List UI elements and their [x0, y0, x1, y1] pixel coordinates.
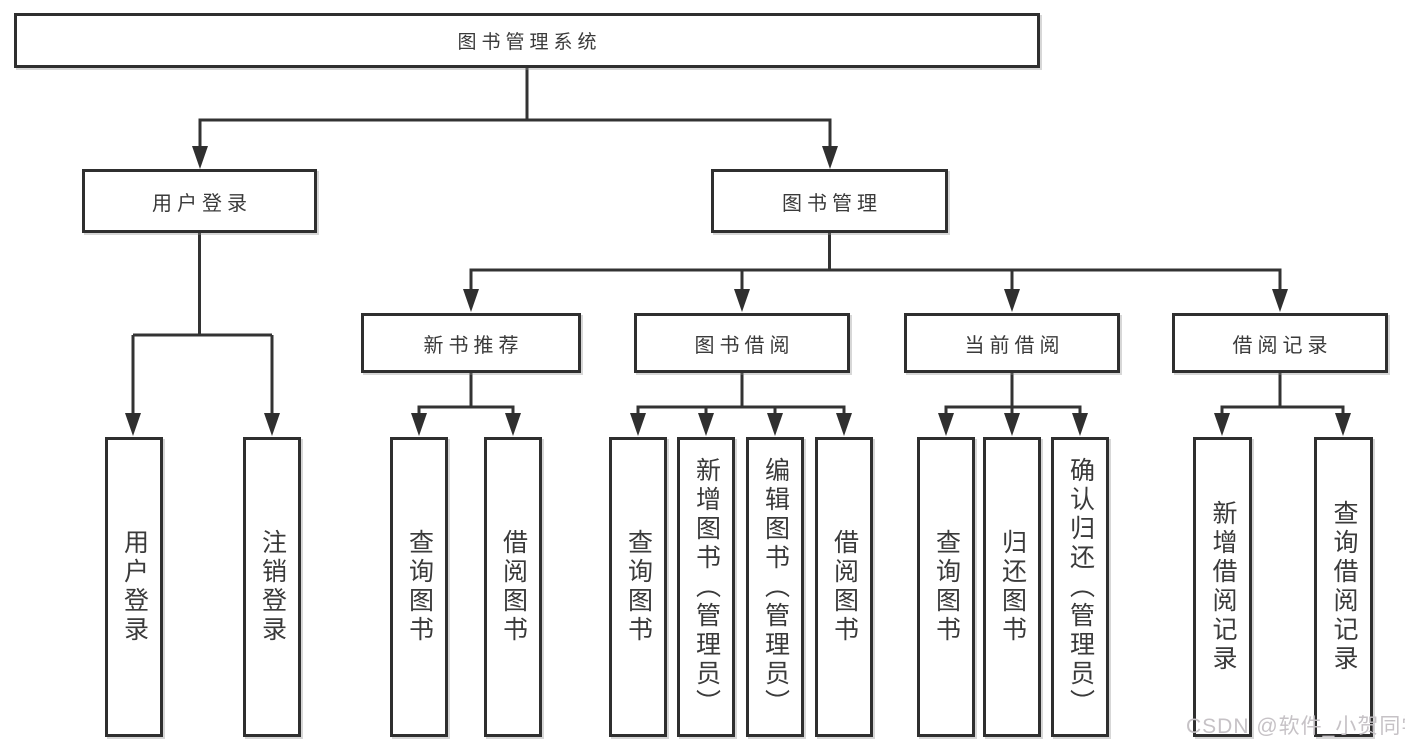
node-book-management-branch: 图书管理	[711, 169, 948, 233]
leaf-label: 归还图书	[998, 529, 1027, 645]
node-new-book-recommendation: 新书推荐	[361, 313, 581, 373]
arrowhead	[125, 413, 141, 436]
leaf-label: 查询图书	[624, 529, 653, 645]
connector-user-login-children	[131, 231, 274, 417]
connector-root-to-branches	[198, 66, 832, 149]
arrowhead	[1004, 289, 1020, 312]
leaf-records-add-record: 新增借阅记录	[1193, 437, 1252, 737]
leaf-borrowing-add-books-admin: 新增图书（管理员）	[677, 437, 735, 737]
leaf-current-confirm-return-admin: 确认归还（管理员）	[1051, 437, 1109, 737]
arrowhead	[411, 413, 427, 436]
node-borrowing-records: 借阅记录	[1172, 313, 1388, 373]
arrowhead	[1272, 289, 1288, 312]
leaf-newbook-borrow-books: 借阅图书	[484, 437, 542, 737]
arrowhead	[192, 146, 208, 169]
leaf-label: 查询图书	[405, 529, 434, 645]
connector-newbook-children	[417, 373, 515, 417]
leaf-borrowing-query-books: 查询图书	[609, 437, 667, 737]
arrowhead	[1004, 413, 1020, 436]
arrowhead	[264, 413, 280, 436]
arrowhead	[463, 289, 479, 312]
connector-borrowing-children	[636, 373, 846, 417]
leaf-current-return-books: 归还图书	[983, 437, 1041, 737]
arrowhead	[1335, 413, 1351, 436]
leaf-label: 查询借阅记录	[1330, 500, 1358, 674]
leaf-label: 确认归还（管理员）	[1066, 456, 1095, 718]
leaf-label: 借阅图书	[830, 529, 859, 645]
arrowhead	[1072, 413, 1088, 436]
leaf-logout: 注销登录	[243, 437, 301, 737]
node-user-login-branch: 用户登录	[82, 169, 317, 233]
connector-management-to-modules	[469, 231, 1282, 292]
node-book-borrowing: 图书借阅	[634, 313, 850, 373]
leaf-newbook-query-books: 查询图书	[390, 437, 448, 737]
leaf-label: 新增图书（管理员）	[692, 456, 721, 718]
leaf-label: 用户登录	[120, 529, 149, 645]
arrowhead	[1214, 413, 1230, 436]
connector-current-children	[944, 373, 1082, 417]
leaf-user-login: 用户登录	[105, 437, 163, 737]
arrowhead	[505, 413, 521, 436]
leaf-label: 查询图书	[932, 529, 961, 645]
leaf-borrowing-borrow-books: 借阅图书	[815, 437, 873, 737]
arrowhead	[767, 413, 783, 436]
leaf-label: 编辑图书（管理员）	[761, 456, 790, 718]
leaf-borrowing-edit-books-admin: 编辑图书（管理员）	[746, 437, 804, 737]
arrowhead	[836, 413, 852, 436]
leaf-label: 新增借阅记录	[1209, 500, 1237, 674]
leaf-records-query-record: 查询借阅记录	[1314, 437, 1373, 737]
arrowhead	[822, 146, 838, 169]
arrowhead	[698, 413, 714, 436]
node-library-management-system: 图书管理系统	[14, 13, 1040, 68]
arrowhead	[630, 413, 646, 436]
arrowhead	[734, 289, 750, 312]
leaf-label: 借阅图书	[499, 529, 528, 645]
arrowhead	[938, 413, 954, 436]
leaf-label: 注销登录	[258, 529, 287, 645]
node-current-borrowing: 当前借阅	[904, 313, 1120, 373]
connector-records-children	[1220, 373, 1345, 417]
leaf-current-query-books: 查询图书	[917, 437, 975, 737]
csdn-watermark: CSDN @软件_小贺同学	[1186, 715, 1405, 738]
